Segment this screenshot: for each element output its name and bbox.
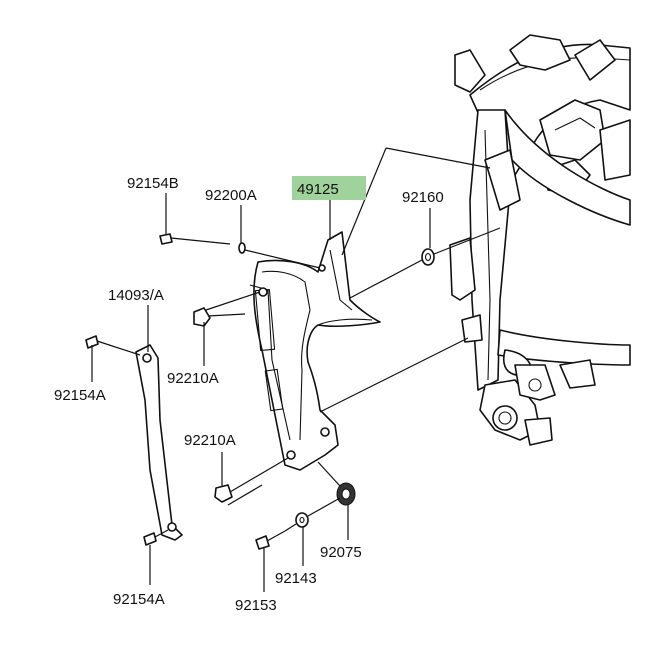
side-trim-14093A (135, 344, 183, 541)
label-92154B[interactable]: 92154B (127, 175, 179, 192)
inner-cover-49125 (249, 231, 381, 471)
label-92210A-mid[interactable]: 92210A (184, 432, 236, 449)
label-92210A-top[interactable]: 92210A (167, 370, 219, 387)
hardware (85, 233, 435, 550)
label-92154A-top[interactable]: 92154A (54, 387, 106, 404)
label-92154A-bottom[interactable]: 92154A (113, 591, 165, 608)
label-92143[interactable]: 92143 (275, 570, 317, 587)
label-49125[interactable]: 49125 (297, 181, 339, 198)
leader-lines (91, 147, 501, 592)
label-14093A[interactable]: 14093/A (108, 287, 164, 304)
part-labels: 49125 92154B 92200A 92160 14093/A 92210A… (54, 175, 444, 614)
label-92153[interactable]: 92153 (235, 597, 277, 614)
label-92160[interactable]: 92160 (402, 189, 444, 206)
label-92200A[interactable]: 92200A (205, 187, 257, 204)
highlight-49125 (292, 176, 366, 200)
frame-drawing (449, 34, 631, 446)
label-92075[interactable]: 92075 (320, 544, 362, 561)
